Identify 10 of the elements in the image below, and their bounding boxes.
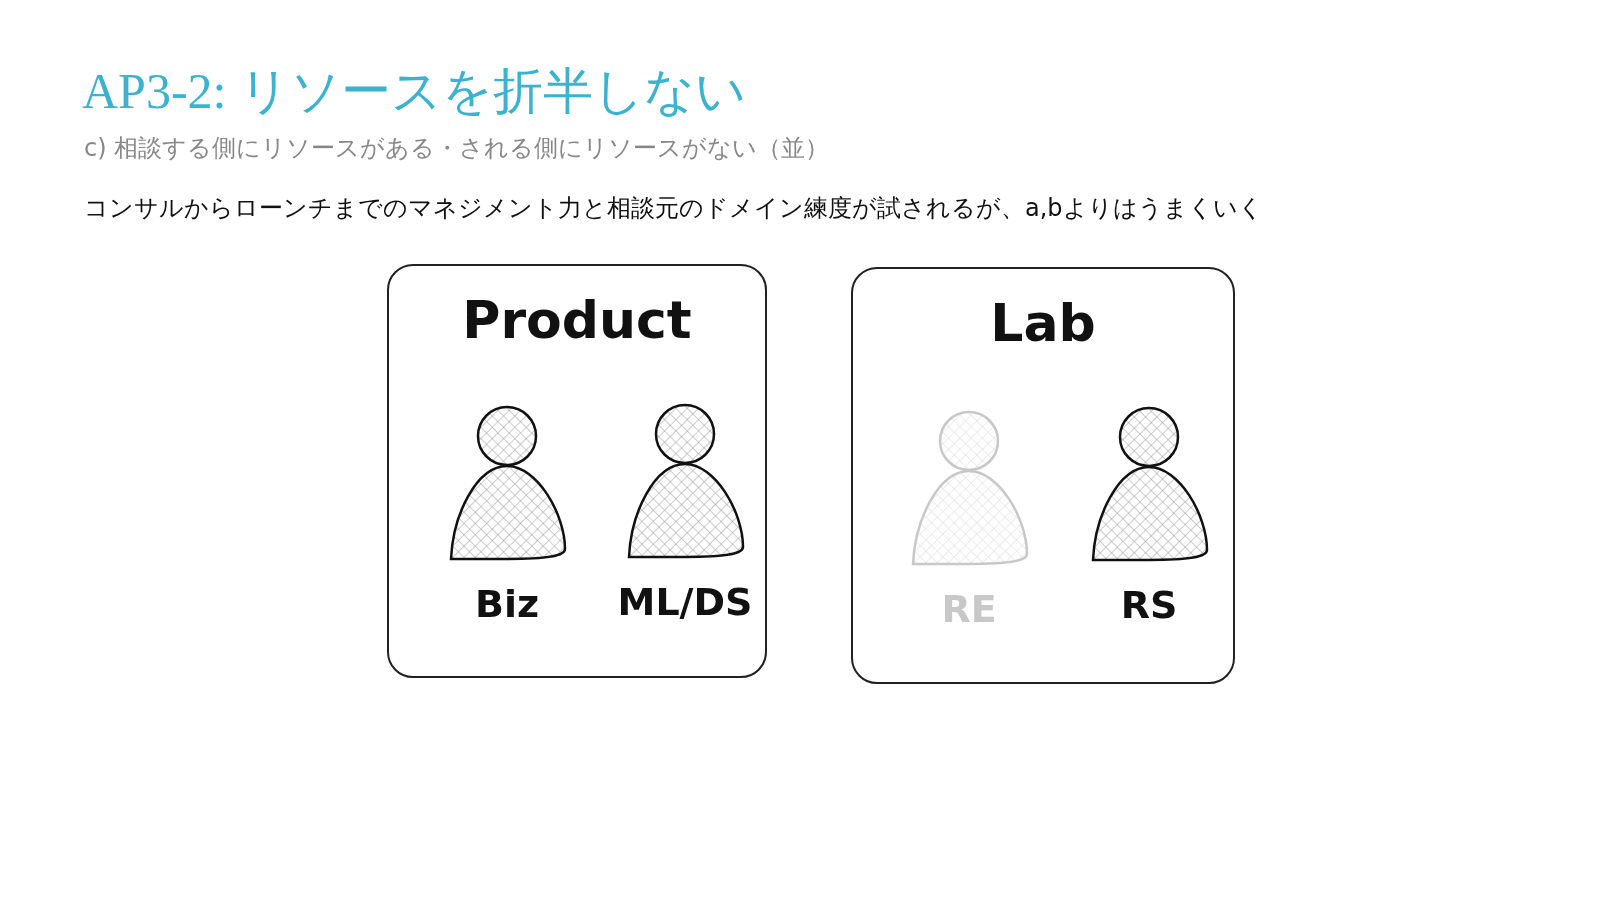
slide-title: AP3-2: リソースを折半しない [82, 62, 746, 121]
role-label: Biz [474, 582, 540, 626]
role-label: RS [1120, 583, 1178, 627]
role-label: ML/DS [617, 580, 753, 624]
description-text: コンサルからローンチまでのマネジメント力と相談元のドメイン練度が試されるが、a,bよりはうまくいく [84, 193, 1263, 224]
group-heading: Product [462, 290, 692, 350]
group-card [387, 264, 767, 678]
subtitle: c) 相談する側にリソースがある・される側にリソースがない（並） [84, 133, 830, 164]
group-card [851, 267, 1235, 684]
group-heading: Lab [990, 293, 1096, 353]
